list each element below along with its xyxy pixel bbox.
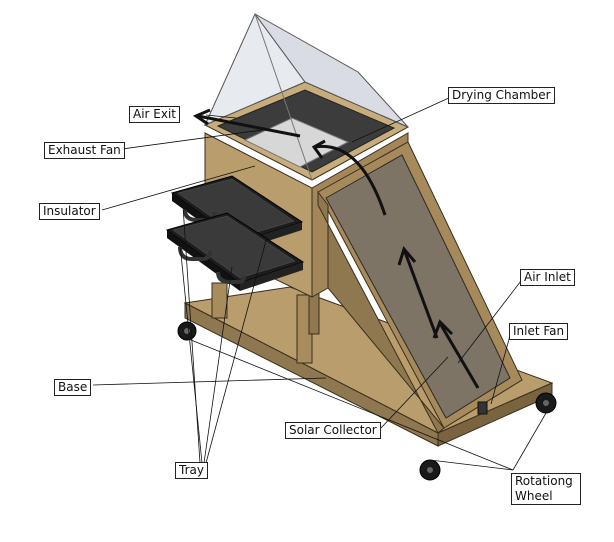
tray-upper [170, 175, 304, 250]
leader-lines [92, 96, 547, 471]
label-base: Base [54, 379, 92, 396]
label-air-inlet: Air Inlet [520, 269, 575, 286]
label-exhaust-fan: Exhaust Fan [44, 142, 125, 159]
label-rotating-wheel: Rotationg Wheel [511, 473, 581, 505]
glass-roof-right [254, 13, 409, 128]
wheel-back-right-hub [543, 400, 549, 406]
collector-side [317, 190, 445, 434]
label-insulator: Insulator [39, 203, 100, 220]
glass-roof-edge [254, 13, 313, 181]
label-tray: Tray [175, 462, 208, 479]
label-drying-chamber: Drying Chamber [448, 87, 555, 104]
wheel-front-right-hub [427, 467, 433, 473]
leg-front-left [211, 282, 228, 319]
label-solar-collector: Solar Collector [285, 422, 381, 439]
label-inlet-fan: Inlet Fan [509, 323, 569, 340]
airflow-arrows [192, 108, 480, 389]
inlet-fan-icon [477, 401, 488, 415]
label-air-exit: Air Exit [129, 106, 181, 123]
